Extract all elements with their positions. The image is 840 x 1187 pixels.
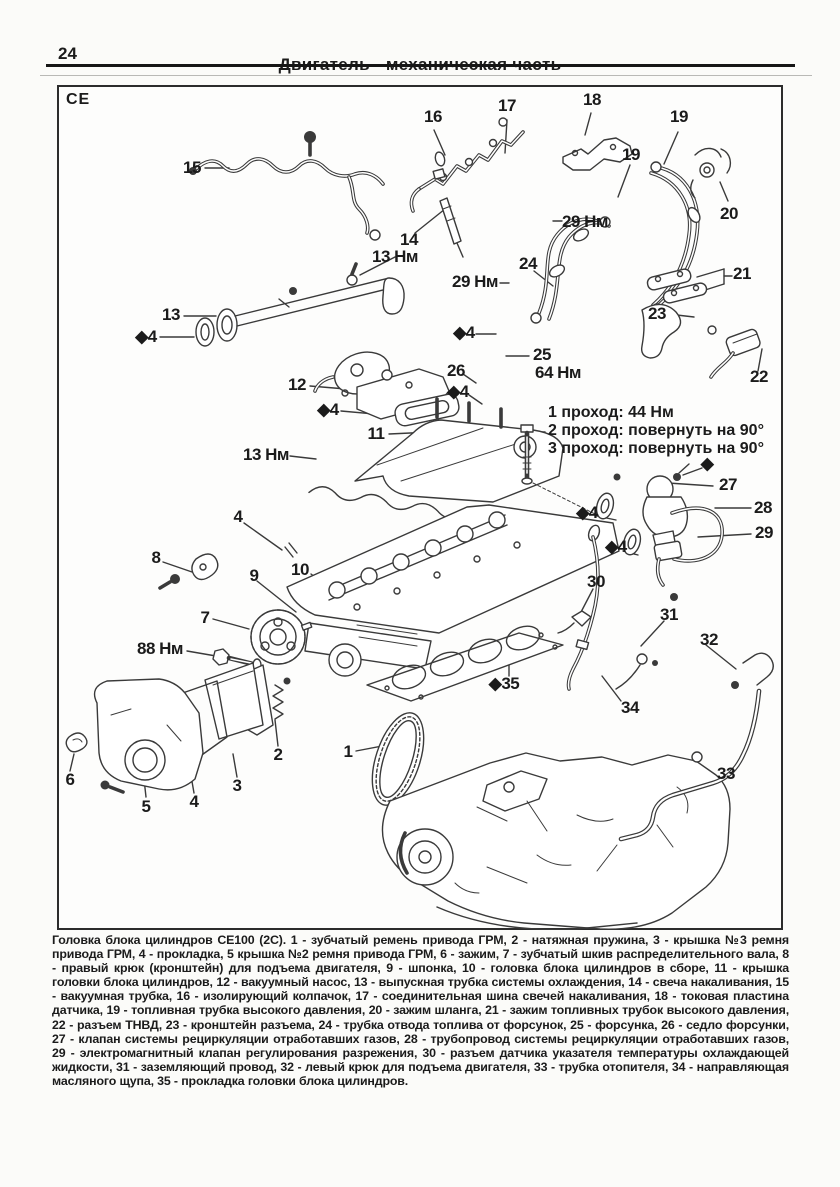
timing-belt-1 bbox=[371, 712, 425, 806]
pump-connector-22 bbox=[707, 325, 761, 379]
engine-block bbox=[381, 752, 731, 930]
ground-wire-31 bbox=[615, 653, 658, 690]
tightening-step: 1 проход: 44 Нм bbox=[548, 404, 674, 421]
woodruff-key-9 bbox=[300, 621, 313, 631]
vacuum-solenoid-29 bbox=[653, 540, 739, 689]
cylinder-head-10 bbox=[284, 504, 620, 677]
tightening-step: 3 проход: повернуть на 90° bbox=[548, 440, 764, 457]
insulating-cap-16 bbox=[432, 151, 446, 180]
heater-pipe-33 bbox=[618, 688, 762, 842]
tightening-step: 2 проход: повернуть на 90° bbox=[548, 422, 764, 439]
vacuum-pump-gasket-4 bbox=[394, 393, 460, 427]
header-rule-secondary bbox=[40, 75, 812, 76]
figure-caption: Головка блока цилиндров СЕ100 (2С). 1 - … bbox=[52, 933, 789, 1088]
clip-6 bbox=[65, 732, 88, 753]
engine-exploded-drawing bbox=[65, 112, 774, 930]
cooling-outlet-pipe-13 bbox=[195, 262, 405, 347]
connector-bracket-23 bbox=[640, 303, 682, 359]
engine-hook-8 bbox=[158, 553, 219, 590]
vacuum-tube-15 bbox=[189, 131, 385, 241]
egr-pipe-28 bbox=[670, 506, 724, 563]
engine-hook-32 bbox=[742, 652, 774, 686]
camshaft-sprocket-7 bbox=[250, 609, 313, 665]
head-gasket-35 bbox=[366, 625, 564, 702]
current-plate-18 bbox=[562, 137, 633, 171]
fuel-return-pipe-17 bbox=[409, 117, 525, 213]
head-bolt bbox=[520, 424, 598, 516]
engine-code-label: CE bbox=[66, 91, 91, 108]
timing-cover-3 bbox=[204, 662, 264, 740]
header-rule bbox=[46, 64, 795, 67]
leader-lines bbox=[69, 112, 763, 798]
timing-cover-5 bbox=[93, 678, 204, 794]
glow-plug-14 bbox=[439, 197, 464, 258]
hose-clamp-20 bbox=[690, 147, 732, 199]
temp-sensor-connector-30 bbox=[557, 610, 592, 634]
pipe-clamps-21 bbox=[646, 268, 708, 304]
oil-dipstick-guide-34 bbox=[566, 524, 601, 691]
page-number: 24 bbox=[58, 44, 77, 63]
